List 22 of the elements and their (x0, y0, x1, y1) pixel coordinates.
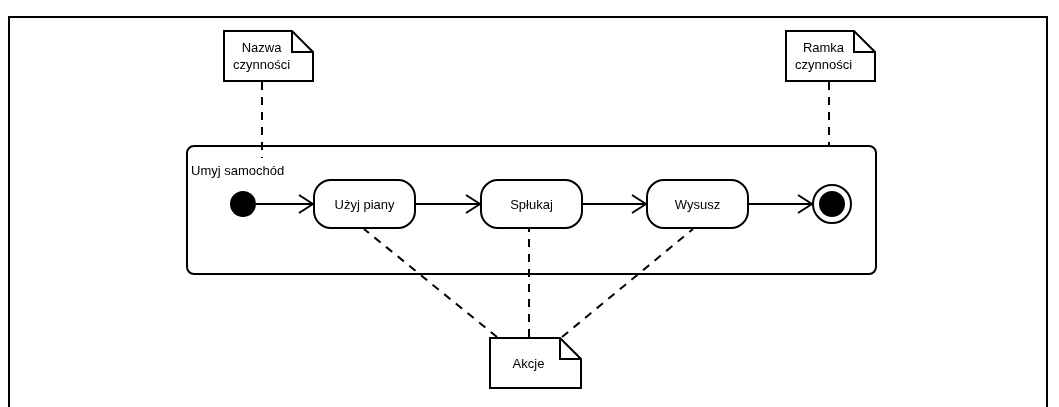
note-text: Nazwa czynności (231, 39, 292, 73)
leader-line (828, 81, 830, 146)
note-text: Akcje (511, 354, 546, 372)
action-label: Spłukaj (510, 196, 553, 212)
action-box (646, 179, 749, 229)
action-label: Wysusz (674, 196, 721, 212)
action-box (313, 179, 416, 229)
arrow (582, 194, 647, 214)
arrow (255, 194, 314, 214)
activity-frame (186, 145, 877, 275)
final-node (812, 184, 852, 224)
leader-line (561, 228, 694, 338)
leader-line (363, 228, 498, 338)
arrow (748, 194, 813, 214)
initial-node (230, 191, 256, 217)
leader-line (261, 81, 263, 159)
arrow (415, 194, 481, 214)
action-label: Użyj piany (334, 196, 395, 212)
leader-line (528, 228, 530, 338)
note-text: Ramka czynności (793, 39, 854, 73)
activity-name: Umyj samochód (191, 163, 285, 178)
action-box (480, 179, 583, 229)
